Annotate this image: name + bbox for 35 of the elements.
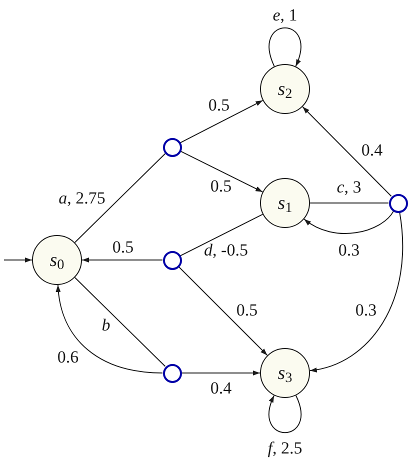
arrow xyxy=(82,258,163,262)
arrow xyxy=(56,284,163,374)
edge-label: 0.5 xyxy=(208,96,230,114)
state-label: s$_{0}$ xyxy=(50,250,64,270)
connector-line xyxy=(74,153,166,243)
arrow xyxy=(180,150,264,192)
self-loop-arrow xyxy=(268,394,302,434)
arrow xyxy=(302,106,392,197)
state-label: s$_{2}$ xyxy=(278,80,292,98)
arrow xyxy=(180,100,264,144)
self-loop-arrow xyxy=(268,27,302,67)
edge-label: f, 2.5 xyxy=(268,440,302,456)
connector-line xyxy=(180,214,264,256)
connector-line xyxy=(310,202,389,204)
connector-line xyxy=(74,277,166,367)
edge-label: a, 2.75 xyxy=(58,190,106,206)
arrow xyxy=(181,370,260,376)
arrow xyxy=(304,210,394,234)
edge-label: 0.4 xyxy=(210,380,232,396)
edge-label: b xyxy=(102,316,110,334)
arrow xyxy=(309,212,403,372)
edge-label: e, 1 xyxy=(272,6,298,24)
edge-label: 0.4 xyxy=(361,142,383,158)
edge-label: 0.5 xyxy=(112,238,134,256)
state-label: s$_{3}$ xyxy=(278,364,292,382)
edge-label: 0.5 xyxy=(210,178,232,194)
arrow xyxy=(178,266,268,356)
state-label: s$_{1}$ xyxy=(278,194,292,212)
edge-label: 0.3 xyxy=(338,242,360,258)
edge-label: c, 3 xyxy=(336,178,362,196)
edge-label: 0.5 xyxy=(236,302,258,318)
edge-label: d, -0.5 xyxy=(204,242,248,258)
edge-label: 0.6 xyxy=(57,348,79,366)
edge-label: 0.3 xyxy=(355,302,377,318)
arrow xyxy=(4,258,32,262)
